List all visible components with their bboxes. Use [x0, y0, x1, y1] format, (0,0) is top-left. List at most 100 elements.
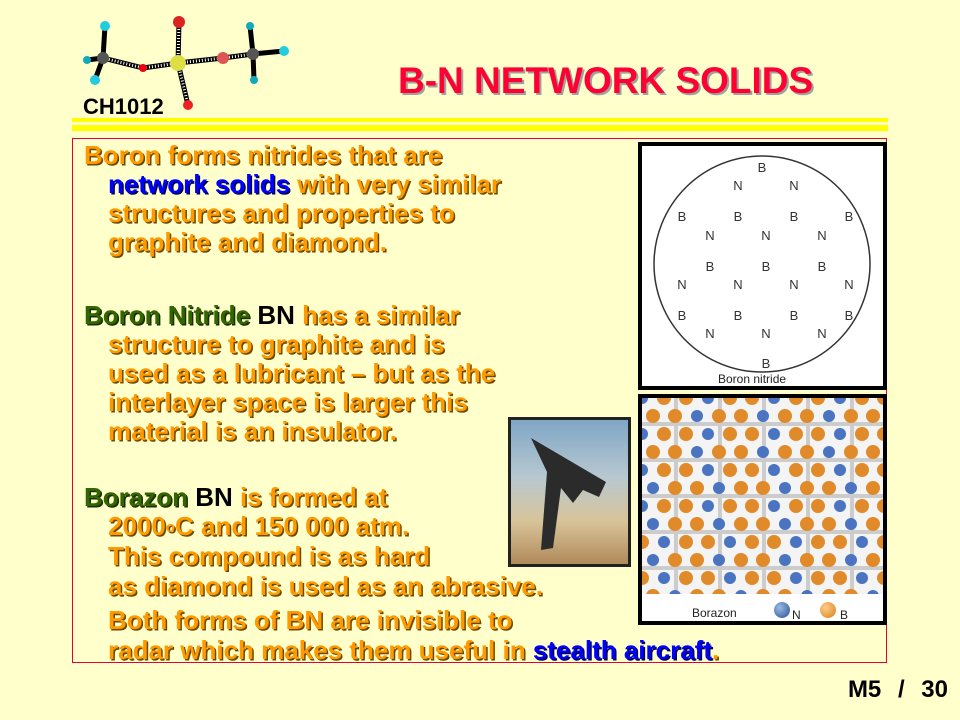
atom-label: N — [733, 178, 742, 193]
molecule-logo — [83, 16, 289, 110]
text-line: as diamond is used as an abrasive. — [108, 571, 543, 601]
atom — [668, 517, 682, 531]
atom — [690, 481, 704, 495]
atom — [855, 427, 869, 441]
text-segment: 2000 — [108, 511, 166, 541]
atom — [745, 398, 759, 405]
atom — [834, 464, 846, 476]
atom-label: B — [762, 259, 771, 274]
atom — [657, 427, 671, 441]
atom — [702, 428, 714, 440]
atom — [834, 500, 846, 512]
atom-label: B — [678, 308, 687, 323]
atom — [822, 481, 836, 495]
text-segment: structure to graphite and is — [108, 329, 445, 359]
atom — [778, 409, 792, 423]
slide-title: B-N NETWORK SOLIDS — [398, 60, 814, 101]
atom — [877, 427, 883, 441]
atom — [877, 398, 883, 405]
text-segment: Boron Nitride — [84, 300, 251, 330]
text-line: Boron forms nitrides that are — [84, 140, 442, 170]
atom-label: N — [705, 326, 714, 341]
atom — [823, 410, 835, 422]
atom — [855, 398, 869, 405]
nitrogen-legend-icon — [774, 602, 790, 618]
text-segment: radar which makes them useful in — [108, 635, 533, 665]
atom — [845, 518, 857, 530]
atom — [691, 446, 703, 458]
atom — [834, 398, 846, 404]
atom — [745, 535, 759, 549]
atom-label: N — [733, 277, 742, 292]
atom — [856, 572, 868, 584]
atom — [690, 553, 704, 567]
stealth-aircraft-photo — [508, 417, 631, 567]
atom — [866, 553, 880, 567]
atom — [789, 398, 803, 405]
atom — [756, 517, 770, 531]
atom-label: N — [789, 277, 798, 292]
atom-label: B — [758, 160, 767, 175]
text-segment: Boron forms nitrides that are — [84, 140, 443, 170]
atom — [811, 535, 825, 549]
atom — [657, 398, 671, 405]
atom — [642, 571, 649, 585]
atom — [734, 517, 748, 531]
atom — [800, 445, 814, 459]
atom — [767, 535, 781, 549]
atom — [745, 499, 759, 513]
atom — [701, 535, 715, 549]
atom-label: B — [734, 209, 743, 224]
borazon-lattice-image — [642, 398, 883, 621]
text-segment: This compound is as hard — [108, 541, 431, 571]
atom-label: B — [790, 308, 799, 323]
text-segment: BN — [188, 482, 233, 512]
atom — [866, 409, 880, 423]
atom — [646, 445, 660, 459]
divider-line — [72, 118, 888, 122]
atom-label: B — [734, 308, 743, 323]
atom — [877, 535, 883, 549]
atom-label: B — [678, 209, 687, 224]
atom — [834, 428, 846, 440]
atom — [779, 554, 791, 566]
atom — [702, 464, 714, 476]
page-number: 30 — [921, 676, 948, 703]
atom — [789, 427, 803, 441]
atom — [642, 428, 648, 440]
text-line: network solids with very similar — [108, 169, 501, 199]
atom — [745, 463, 759, 477]
atom — [866, 445, 880, 459]
atom — [712, 409, 726, 423]
atom — [866, 517, 880, 531]
atom — [658, 536, 670, 548]
atom — [845, 554, 857, 566]
atom — [723, 427, 737, 441]
atom — [646, 409, 660, 423]
atom — [734, 553, 748, 567]
legend-b-label: B — [840, 608, 849, 622]
atom — [679, 571, 693, 585]
atom — [679, 535, 693, 549]
atom-label: N — [844, 277, 853, 292]
text-segment: used as a lubricant – but as the — [108, 358, 496, 388]
text-segment: stealth aircraft — [532, 635, 712, 665]
separator: / — [897, 676, 905, 703]
text-segment: with very similar — [290, 169, 502, 199]
atom — [679, 463, 693, 477]
text-segment: BN — [250, 300, 295, 330]
atom — [800, 409, 814, 423]
boron-legend-icon — [820, 602, 836, 618]
atom — [734, 445, 748, 459]
atom — [855, 463, 869, 477]
text-segment: has a similar — [294, 300, 460, 330]
atom — [679, 427, 693, 441]
atom — [833, 535, 847, 549]
atom-label: N — [761, 326, 770, 341]
atom — [877, 463, 883, 477]
atom — [745, 427, 759, 441]
atom — [845, 482, 857, 494]
text-line: structure to graphite and is — [108, 329, 445, 359]
